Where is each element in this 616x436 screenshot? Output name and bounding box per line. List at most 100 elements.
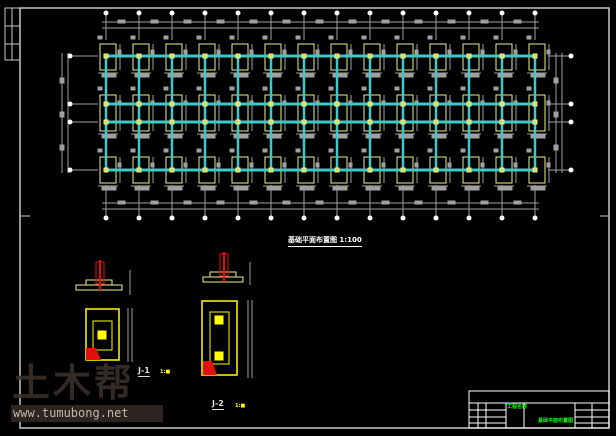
column — [532, 101, 538, 107]
dimension-text-top — [480, 19, 489, 24]
footing-label — [497, 186, 513, 191]
footing-label — [167, 186, 183, 191]
dimension-text-top — [348, 19, 357, 24]
footing-dim-text — [282, 162, 287, 168]
axis-bubble-left — [67, 167, 73, 173]
footing-label — [266, 186, 282, 191]
dimension-text-bottom — [150, 200, 159, 205]
footing-label — [134, 134, 150, 139]
footing-tag — [328, 35, 334, 40]
axis-bubble-top — [466, 10, 472, 16]
dimension-text-bottom — [315, 200, 324, 205]
j2-plan-column-bottom — [214, 351, 224, 361]
footing-label — [266, 73, 282, 78]
column — [433, 119, 439, 125]
title-block-project: 工程名称 — [507, 404, 528, 410]
footing-tag — [394, 86, 400, 91]
j2-plan-rebar-hatch — [203, 361, 217, 375]
dimension-text-left — [59, 144, 65, 151]
axis-bubble-bottom — [532, 215, 538, 221]
dimension-text-bottom — [513, 200, 522, 205]
column — [235, 167, 241, 173]
column — [433, 101, 439, 107]
drawing-frame — [19, 7, 610, 429]
footing-dim-text — [315, 49, 320, 55]
footing-dim-text — [183, 49, 188, 55]
footing-tag — [394, 148, 400, 153]
footing-dim-text — [183, 162, 188, 168]
dimension-text-top — [315, 19, 324, 24]
column — [499, 167, 505, 173]
column — [334, 101, 340, 107]
footing-tag — [163, 86, 169, 91]
footing-outline — [264, 94, 282, 132]
footing-tag — [361, 148, 367, 153]
column — [334, 53, 340, 59]
detail-label-j2: J-2 — [212, 399, 224, 410]
dimension-text-right — [553, 111, 559, 118]
footing-label — [398, 186, 414, 191]
column — [334, 167, 340, 173]
footing-label — [365, 73, 381, 78]
footing-tag — [361, 86, 367, 91]
watermark-url: www.tumubong.net — [11, 405, 163, 422]
footing-tag — [526, 148, 532, 153]
axis-bubble-right — [568, 167, 574, 173]
footing-label — [464, 186, 480, 191]
dimension-text-top — [216, 19, 225, 24]
footing-label — [101, 134, 117, 139]
footing-tag — [196, 148, 202, 153]
dimension-text-bottom — [249, 200, 258, 205]
footing-outline — [231, 94, 249, 132]
detail-label-j1: J-1 — [138, 366, 150, 377]
footing-tag — [229, 86, 235, 91]
footing-tag — [163, 35, 169, 40]
column — [268, 101, 274, 107]
footing-label — [431, 134, 447, 139]
footing-dim-text — [117, 162, 122, 168]
column — [136, 101, 142, 107]
column — [136, 167, 142, 173]
footing-dim-text — [381, 162, 386, 168]
column — [466, 101, 472, 107]
footing-outline — [462, 94, 480, 132]
j2-plan-outer — [201, 300, 238, 376]
axis-bubble-bottom — [136, 215, 142, 221]
detail-scale-j2: 1:■ — [235, 403, 246, 409]
column — [400, 101, 406, 107]
column — [103, 167, 109, 173]
axis-bubble-left — [67, 119, 73, 125]
footing-label — [398, 134, 414, 139]
column — [367, 119, 373, 125]
dimension-text-bottom — [183, 200, 192, 205]
footing-tag — [130, 148, 136, 153]
axis-bubble-top — [136, 10, 142, 16]
footing-label — [134, 186, 150, 191]
footing-tag — [328, 148, 334, 153]
footing-outline — [495, 94, 513, 132]
column — [433, 53, 439, 59]
footing-tag — [460, 86, 466, 91]
dimension-text-bottom — [117, 200, 126, 205]
footing-dim-text — [282, 49, 287, 55]
plan-title: 基础平面布置图 1:100 — [288, 235, 362, 247]
footing-label — [299, 134, 315, 139]
footing-label — [167, 73, 183, 78]
footing-outline — [363, 94, 381, 132]
column — [169, 167, 175, 173]
footing-dim-text — [117, 49, 122, 55]
column — [169, 119, 175, 125]
footing-tag — [295, 148, 301, 153]
footing-label — [365, 134, 381, 139]
axis-bubble-top — [433, 10, 439, 16]
axis-bubble-top — [103, 10, 109, 16]
footing-dim-text — [513, 49, 518, 55]
axis-bubble-right — [568, 53, 574, 59]
footing-tag — [262, 86, 268, 91]
dimension-text-left — [59, 111, 65, 118]
dimension-text-bottom — [414, 200, 423, 205]
footing-tag — [460, 35, 466, 40]
footing-outline — [528, 94, 546, 132]
detail-scale-j1: 1:■ — [160, 369, 171, 375]
